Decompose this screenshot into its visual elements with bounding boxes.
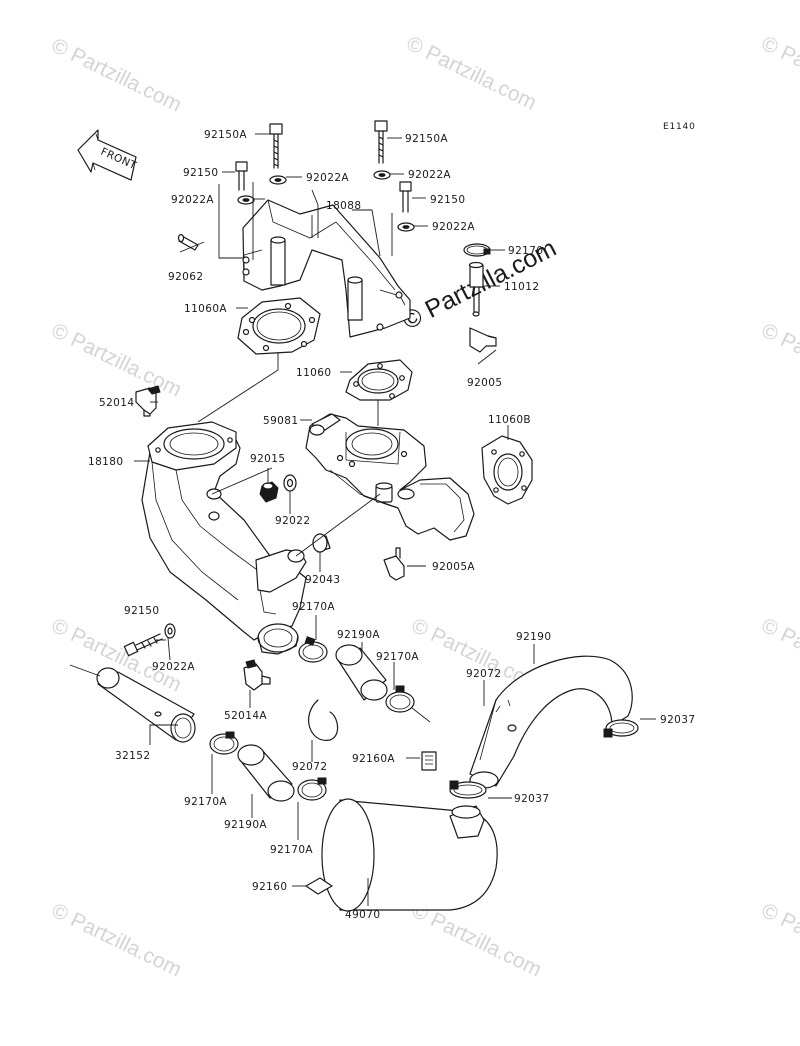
hose-11012	[468, 261, 484, 317]
part-label: 11060B	[488, 414, 531, 426]
part-label: 92170	[508, 245, 543, 257]
clamp-92170A-upper	[298, 636, 328, 663]
nut-92015	[259, 481, 279, 503]
part-label: 92015	[250, 453, 285, 465]
part-label: 92190	[516, 631, 551, 643]
part-label: 49070	[345, 909, 380, 921]
part-label: 92190A	[337, 629, 380, 641]
part-label: 92170A	[184, 796, 227, 808]
fitting-92005	[469, 327, 497, 353]
elbow-52014A	[243, 659, 271, 691]
watermark: © Partzilla.com	[758, 899, 800, 982]
gasket-11060A	[237, 297, 321, 355]
clamp-92170A-left	[209, 731, 239, 755]
washer-92022	[283, 474, 297, 492]
part-label: 92190A	[224, 819, 267, 831]
watermark: © Partzilla.com	[758, 614, 800, 697]
part-label: 18180	[88, 456, 123, 468]
leader-lines	[134, 133, 656, 906]
part-label: 59081	[263, 415, 298, 427]
clamp-92170A-bottom	[297, 777, 327, 801]
elbow-52014	[135, 385, 161, 417]
washer-92022A-lower	[164, 623, 176, 639]
part-label: 92150	[430, 194, 465, 206]
hose-92190A-upper	[335, 644, 388, 701]
stud-92062	[177, 233, 199, 251]
bolt-92150-lower	[123, 633, 163, 657]
bolt-92150-left	[235, 161, 248, 191]
label-92160A	[421, 751, 437, 771]
band-92072-lower	[308, 699, 339, 741]
part-label: 92062	[168, 271, 203, 283]
part-label: 92043	[305, 574, 340, 586]
part-label: 92150A	[204, 129, 247, 141]
bolt-92150A-left	[269, 123, 283, 169]
part-label: 92150	[124, 605, 159, 617]
clamp-92037-right	[603, 719, 639, 738]
part-label: 52014	[99, 397, 134, 409]
clamp-92037-bottom	[449, 780, 487, 799]
part-label: 11060A	[184, 303, 227, 315]
part-label: 92072	[292, 761, 327, 773]
part-label: 92022A	[152, 661, 195, 673]
gasket-11060	[345, 359, 413, 401]
part-label: 92037	[514, 793, 549, 805]
part-label: 11060	[296, 367, 331, 379]
part-label: 92150	[183, 167, 218, 179]
watermark: © Partzilla.com	[408, 899, 545, 982]
front-arrow-icon: FRONT	[77, 129, 138, 181]
label-92160	[305, 877, 333, 895]
muffler-49070	[321, 798, 498, 912]
part-label: 92005	[467, 377, 502, 389]
part-label: 92022A	[432, 221, 475, 233]
part-label: 32152	[115, 750, 150, 762]
exhaust-pipe-59081	[305, 413, 475, 541]
watermark: © Partzilla.com	[48, 319, 185, 402]
part-label: 18088	[326, 200, 361, 212]
part-label: 92022A	[408, 169, 451, 181]
bolt-92150A-right	[374, 120, 388, 164]
part-label: 92037	[660, 714, 695, 726]
watermark: © Partzilla.com	[758, 32, 800, 115]
part-label: 92022A	[171, 194, 214, 206]
part-label: 92170A	[292, 601, 335, 613]
watermark: © Partzilla.com	[758, 319, 800, 402]
pipe-32152	[69, 664, 196, 743]
part-label: 92170A	[376, 651, 419, 663]
part-label: 92022	[275, 515, 310, 527]
diagram-code: E1140	[663, 122, 696, 132]
outlet-pipe	[257, 623, 299, 655]
exhaust-manifold-18088	[242, 199, 411, 338]
watermark: © Partzilla.com	[48, 899, 185, 982]
watermark: © Partzilla.com	[403, 32, 540, 115]
part-label: 92150A	[405, 133, 448, 145]
clamp-92170	[463, 243, 491, 257]
watermark: © Partzilla.com	[48, 34, 185, 117]
part-label: 92170A	[270, 844, 313, 856]
bolt-92150-right	[399, 181, 412, 213]
part-labels: 92150A 92150A 92150 92022A 92022A 92022A…	[88, 129, 695, 921]
hose-92190A-lower	[237, 744, 295, 802]
part-label: 92160	[252, 881, 287, 893]
part-label: 92005A	[432, 561, 475, 573]
gasket-11060B	[481, 435, 533, 505]
clamp-92170A-right	[385, 685, 431, 723]
part-label: 92160A	[352, 753, 395, 765]
fitting-92005A	[383, 547, 405, 581]
part-label: 11012	[504, 281, 539, 293]
part-label: 92072	[466, 668, 501, 680]
part-label: 92022A	[306, 172, 349, 184]
part-label: 52014A	[224, 710, 267, 722]
